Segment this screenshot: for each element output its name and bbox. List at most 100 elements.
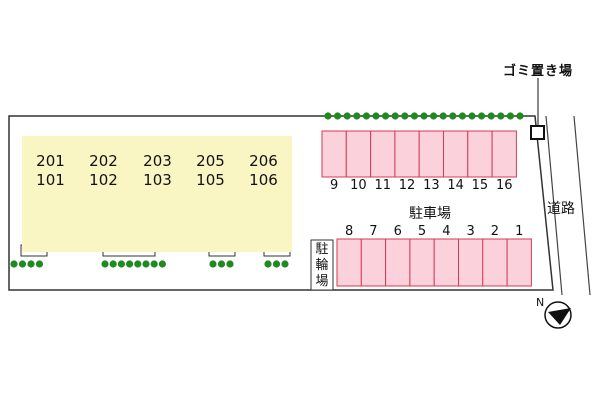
shrub	[126, 260, 134, 268]
shrub	[334, 112, 342, 120]
unit-upper-number: 203	[143, 152, 172, 170]
shrub	[142, 260, 150, 268]
parking-stall-number: 10	[350, 178, 367, 193]
unit-lower-number: 106	[249, 171, 278, 189]
shrub	[430, 112, 438, 120]
shrub	[382, 112, 390, 120]
unit-lower-number: 101	[36, 171, 65, 189]
parking-stall-number: 12	[398, 178, 416, 193]
parking-stall-number: 4	[442, 224, 451, 239]
parking-stall	[506, 238, 532, 287]
shrub	[420, 112, 428, 120]
parking-stall-number: 15	[471, 178, 489, 193]
shrub	[516, 112, 524, 120]
shrub	[209, 260, 217, 268]
shrub	[439, 112, 447, 120]
shrub	[353, 112, 361, 120]
shrub	[401, 112, 409, 120]
unit-lower-number: 103	[143, 171, 172, 189]
parking-stall	[336, 238, 362, 287]
parking-stall	[418, 130, 445, 178]
parking-stall	[433, 238, 460, 287]
shrub	[35, 260, 44, 268]
parking-stall	[370, 130, 396, 178]
parking-stall	[394, 130, 420, 178]
shrub	[226, 260, 234, 268]
unit-lower-number: 105	[196, 171, 225, 189]
parking-stall-number: 1	[515, 224, 524, 239]
parking-stall-number: 8	[345, 224, 354, 239]
shrub	[27, 260, 35, 268]
shrub	[109, 260, 117, 268]
shrub	[101, 260, 109, 268]
unit-upper-number: 201	[36, 152, 65, 170]
road-line-left	[545, 115, 563, 296]
shrub	[343, 112, 351, 120]
shrub-rows	[10, 112, 524, 268]
shrub	[217, 260, 226, 268]
parking-stall	[482, 238, 508, 287]
parking-stall-number: 9	[330, 178, 339, 193]
unit-upper-number: 206	[249, 152, 278, 170]
parking-stall-number: 16	[495, 178, 513, 193]
parking-stall	[385, 238, 411, 287]
svg-text:N: N	[536, 296, 544, 309]
shrub	[487, 112, 495, 120]
shrub	[264, 260, 272, 268]
parking-label: 駐車場	[409, 206, 451, 222]
parking-stall-number: 7	[369, 224, 378, 239]
parking-stall-number: 11	[374, 178, 392, 193]
unit-lower-number: 102	[89, 171, 118, 189]
parking-stall-number: 3	[466, 224, 475, 239]
shrub	[281, 260, 289, 268]
garbage-label: ゴミ置き場	[503, 64, 574, 79]
bicycle-parking-text: 駐輪場	[315, 242, 329, 289]
shrub	[18, 260, 27, 268]
parking-stall	[345, 130, 372, 178]
shrub	[468, 112, 476, 120]
parking-stall	[491, 130, 517, 178]
shrub	[117, 260, 125, 268]
parking-stall-number: 6	[393, 224, 402, 239]
road-line-right	[573, 115, 591, 296]
parking-stall	[360, 238, 387, 287]
bicycle-parking-frame	[310, 239, 334, 291]
shrub	[272, 260, 281, 268]
shrub	[158, 260, 166, 268]
road-label: 道路	[547, 201, 575, 217]
garbage-box	[530, 125, 545, 140]
parking-stall-number: 14	[447, 178, 464, 193]
parking-row-top	[321, 130, 517, 178]
parking-stall	[467, 130, 493, 178]
parking-stall-number: 2	[490, 224, 500, 239]
parking-stall-number: 5	[417, 224, 427, 239]
unit-upper-number: 202	[89, 152, 118, 170]
parking-row-bottom	[336, 238, 532, 287]
shrub	[497, 112, 505, 120]
shrub	[324, 112, 332, 120]
shrub	[458, 112, 466, 120]
shrub	[134, 260, 142, 268]
shrub	[10, 260, 18, 268]
parking-stall	[443, 130, 469, 178]
shrub	[150, 260, 158, 268]
parking-stall-number: 13	[423, 178, 440, 193]
parking-stall	[321, 130, 347, 178]
shrub	[391, 112, 399, 120]
shrub	[410, 112, 418, 120]
unit-upper-number: 205	[196, 152, 225, 170]
bicycle-parking-label: 駐輪場	[313, 242, 331, 290]
shrub	[449, 112, 457, 120]
parking-stall	[409, 238, 435, 287]
shrub	[478, 112, 486, 120]
parking-stall	[458, 238, 484, 287]
shrub	[372, 112, 380, 120]
north-arrow-icon: N	[536, 296, 572, 329]
shrub	[506, 112, 514, 120]
shrub	[362, 112, 370, 120]
